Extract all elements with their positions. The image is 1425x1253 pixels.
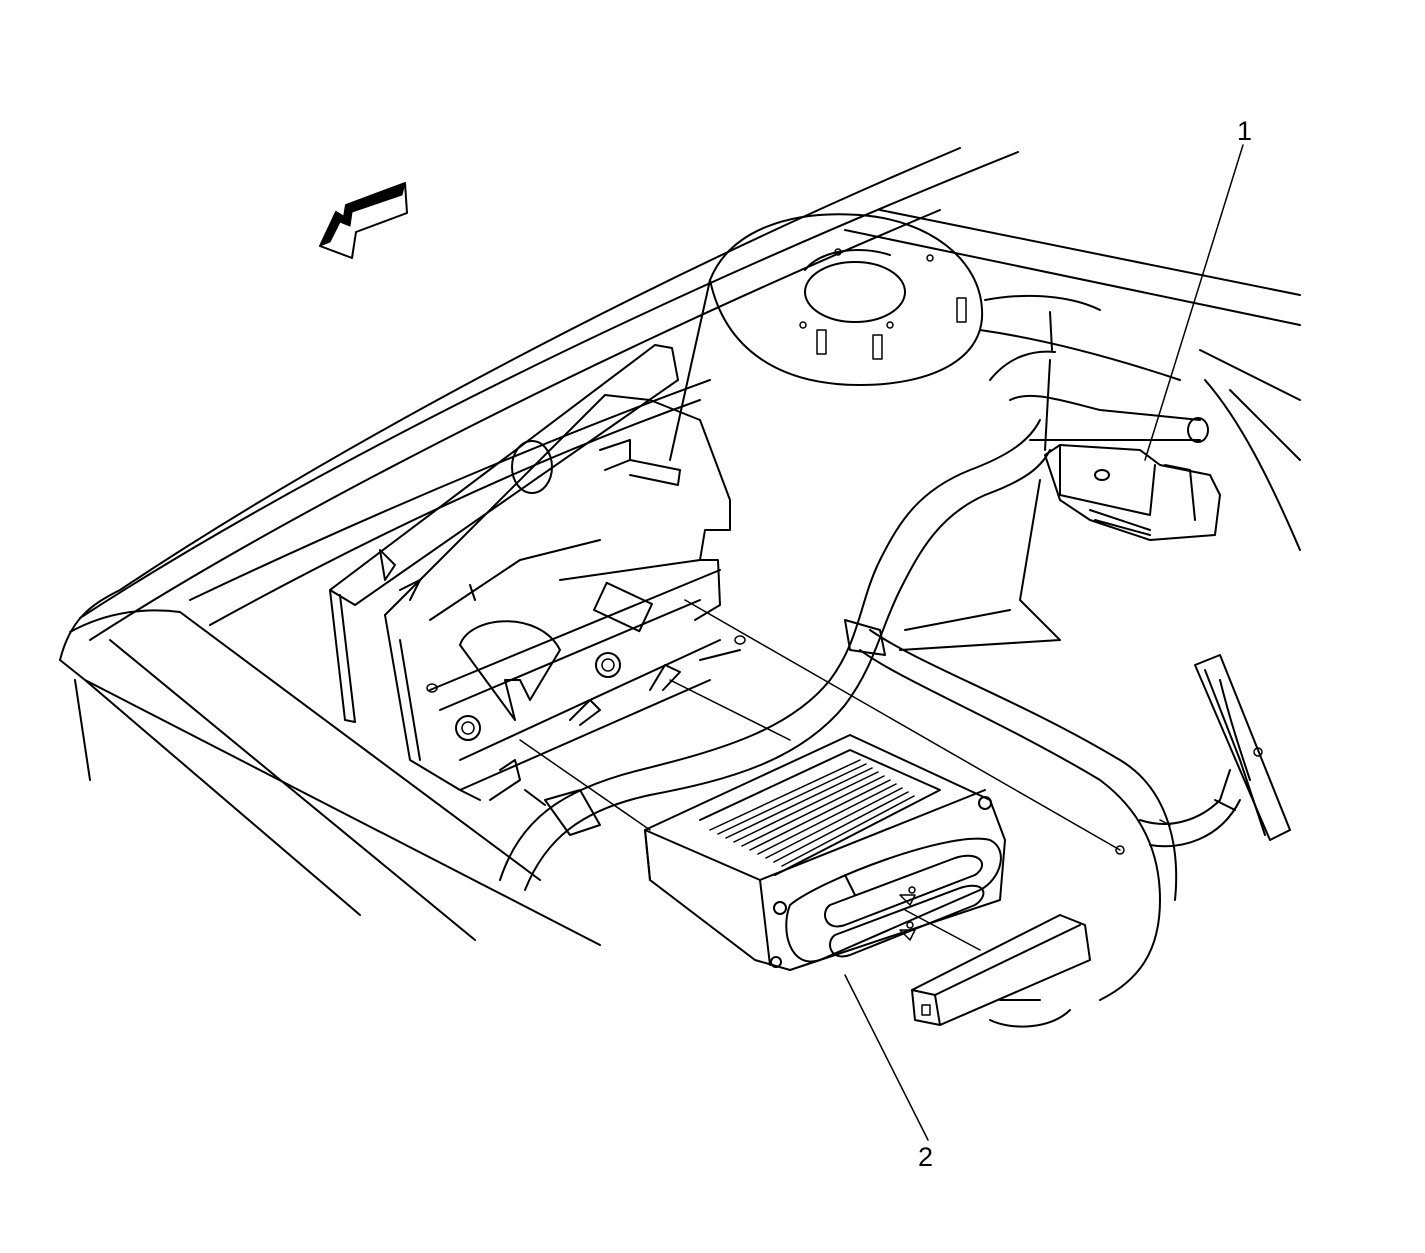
side-connector bbox=[1194, 654, 1291, 841]
heat-sink-fins bbox=[709, 759, 915, 867]
wiring-harness bbox=[499, 394, 1241, 1001]
upper-connector bbox=[1044, 444, 1221, 541]
ecm-module bbox=[644, 734, 1006, 971]
fender-area bbox=[844, 209, 1301, 651]
forward-arrow-icon bbox=[319, 182, 408, 259]
strut-tower bbox=[669, 213, 984, 461]
callout-2-label: 2 bbox=[918, 1142, 934, 1172]
ecm-harness-connector bbox=[911, 914, 1091, 1028]
cowl-panel bbox=[59, 147, 1019, 946]
leader-lines bbox=[519, 144, 1244, 1141]
callout-1-label: 1 bbox=[1237, 116, 1253, 146]
ecm-mounting-bracket bbox=[329, 344, 746, 801]
